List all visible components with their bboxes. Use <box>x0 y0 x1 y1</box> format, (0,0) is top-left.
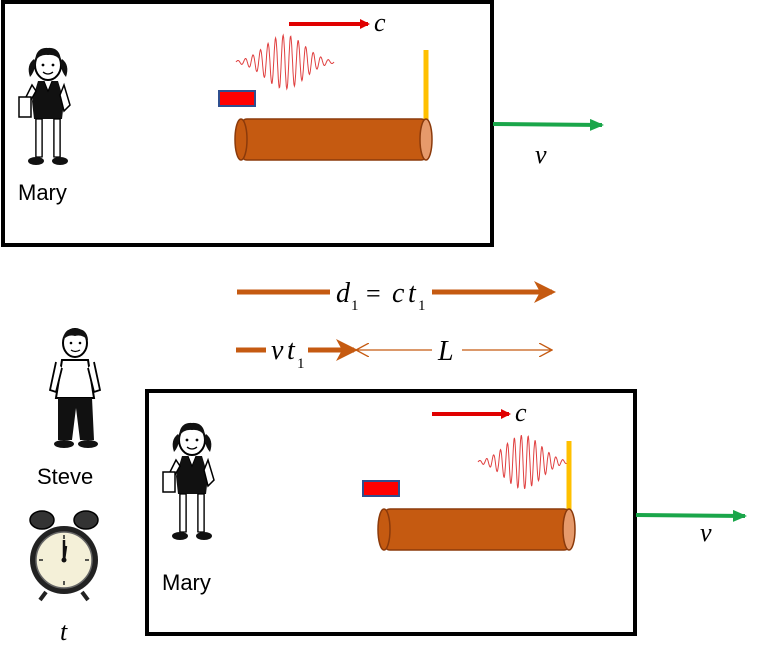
bottom-flash-marker <box>362 480 400 497</box>
bottom-velocity-arrow <box>635 509 747 522</box>
girl-figure-icon <box>162 421 215 541</box>
bottom-observer-label: Mary <box>162 570 211 595</box>
top-velocity-label: v <box>535 140 547 169</box>
top-rod <box>234 118 433 161</box>
girl-figure-icon <box>18 46 71 166</box>
vt1-t-symbol: t <box>287 335 296 366</box>
d1-c-symbol: c <box>392 278 405 309</box>
top-light-label: c <box>374 8 386 37</box>
L-symbol: L <box>437 336 454 367</box>
d1-subscript: 1 <box>351 298 359 314</box>
top-frame-border <box>1 0 494 247</box>
top-frame: Mary c <box>1 0 494 247</box>
top-flash-marker <box>218 90 256 107</box>
distance-vt1-L: v t 1 L <box>236 335 552 372</box>
top-observer-label: Mary <box>18 180 67 205</box>
d1-t-subscript: 1 <box>418 298 426 314</box>
bottom-velocity-label: v <box>700 518 712 547</box>
bottom-frame: Mary c <box>145 389 637 636</box>
vt1-t-subscript: 1 <box>297 356 305 372</box>
d1-symbol: d <box>336 278 351 309</box>
d1-t-symbol: t <box>408 278 417 309</box>
alarm-clock-icon <box>29 510 99 602</box>
clock-time-label: t <box>60 617 68 646</box>
bottom-frame-border <box>145 389 637 636</box>
steve-label: Steve <box>37 464 93 489</box>
distance-d1: d 1 = c t 1 <box>237 278 556 314</box>
d1-equals: = <box>366 279 381 308</box>
top-wave-packet <box>235 33 335 91</box>
vt1-v-symbol: v <box>271 335 284 366</box>
top-velocity-arrow <box>492 118 604 131</box>
boy-figure-icon <box>48 328 102 448</box>
bottom-wave-packet <box>477 435 569 489</box>
bottom-rod <box>377 508 576 551</box>
bottom-light-label: c <box>515 398 527 427</box>
